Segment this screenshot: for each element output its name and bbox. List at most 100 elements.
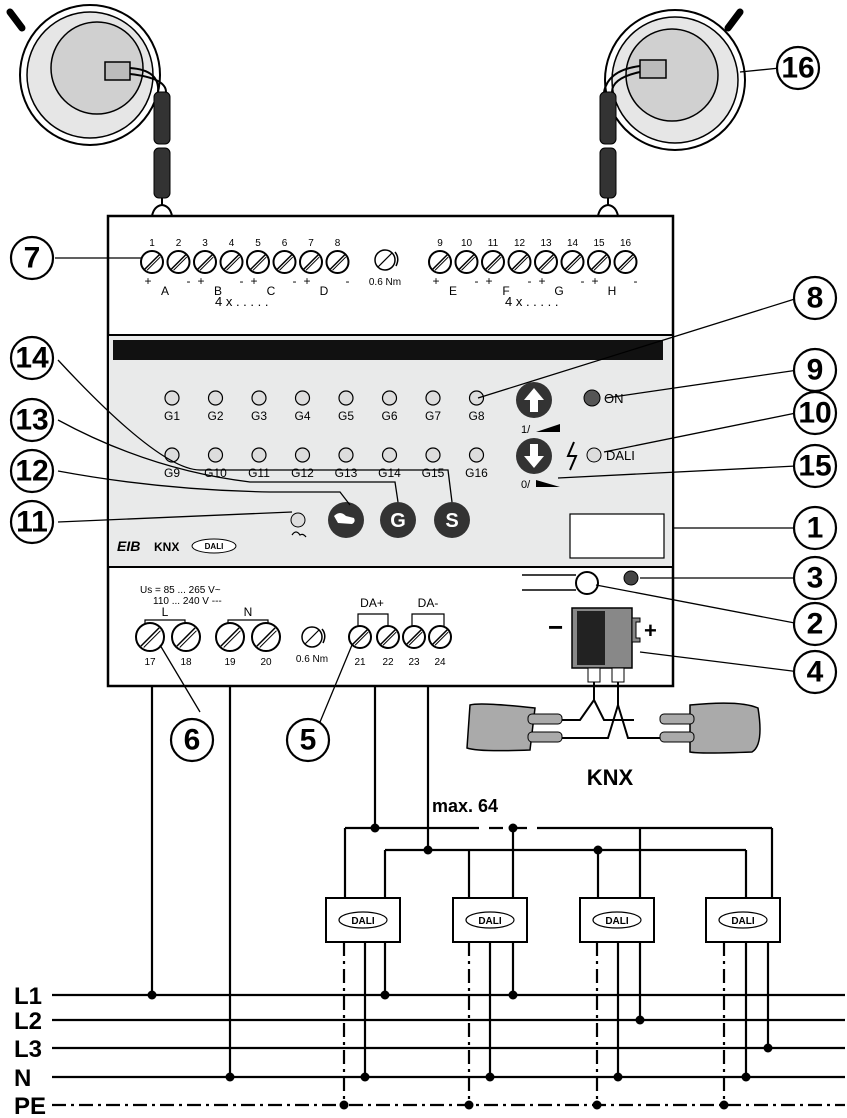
terminal-2[interactable]: [166, 250, 191, 274]
terminal-4[interactable]: [219, 250, 244, 274]
ballast-label: DALI: [605, 916, 629, 927]
group-led-g9: [164, 447, 180, 463]
terminal-18[interactable]: [171, 622, 201, 652]
terminal-9[interactable]: [428, 250, 452, 274]
lightning-icon: [566, 441, 578, 471]
terminal-11[interactable]: [481, 250, 505, 274]
terminal-polarity: -: [346, 274, 350, 288]
group-led-g14: [381, 447, 398, 463]
terminal-number: 19: [224, 657, 236, 668]
callout-13: 13: [9, 397, 55, 443]
manual-mode-button[interactable]: [328, 502, 364, 538]
terminal-7[interactable]: [299, 250, 323, 274]
mains-label: L2: [14, 1008, 42, 1035]
terminal-22[interactable]: [376, 625, 400, 649]
terminal-13[interactable]: [534, 250, 558, 274]
dali-led: [586, 447, 602, 463]
on-led: [583, 389, 601, 407]
group-led-g10: [207, 447, 224, 463]
torque-icon-bottom: [301, 626, 326, 648]
terminal-polarity: -: [581, 274, 585, 288]
terminal-number: 15: [593, 238, 605, 249]
terminal-17[interactable]: [135, 622, 165, 652]
group-led-g8: [468, 390, 485, 406]
terminal-14[interactable]: [560, 250, 585, 274]
svg-text:10: 10: [798, 397, 831, 430]
terminal-10[interactable]: [454, 250, 479, 274]
terminal-number: 11: [488, 238, 499, 249]
programming-led: [623, 570, 639, 586]
terminal-number: 4: [229, 238, 235, 249]
terminal-21[interactable]: [348, 625, 372, 649]
callout-14: 14: [9, 335, 55, 381]
mains-label: L3: [14, 1036, 42, 1063]
terminal-number: 12: [514, 238, 526, 249]
terminal-number: 1: [149, 238, 155, 249]
terminal-polarity: -: [293, 274, 297, 288]
multiplier-label-right: 4 x . . . . .: [505, 294, 558, 309]
callout-1: 1: [792, 505, 838, 551]
channel-letter: F: [502, 284, 509, 298]
torque-label-top: 0.6 Nm: [369, 277, 401, 288]
terminal-8[interactable]: [325, 250, 350, 274]
terminal-number: 8: [335, 238, 341, 249]
channel-letter: B: [214, 284, 222, 298]
terminal-number: 5: [255, 238, 261, 249]
up-button[interactable]: [516, 382, 552, 418]
ballast-label: DALI: [731, 916, 755, 927]
terminal-number: 22: [382, 657, 394, 668]
terminal-16[interactable]: [613, 250, 638, 274]
terminal-6[interactable]: [272, 250, 297, 274]
svg-text:14: 14: [15, 342, 49, 375]
terminal-number: 14: [567, 238, 579, 249]
terminal-1[interactable]: [140, 250, 164, 274]
dali-led-label: DALI: [606, 448, 635, 463]
ramp-up-icon: [536, 424, 560, 432]
terminal-24[interactable]: [428, 625, 452, 649]
supply-L-label: L: [162, 605, 169, 619]
supply-voltage-line1: Us = 85 ... 265 V~: [140, 585, 221, 596]
terminal-19[interactable]: [215, 622, 245, 652]
channel-letter: G: [554, 284, 563, 298]
manual-led: [290, 512, 306, 528]
terminal-polarity: +: [485, 274, 492, 288]
group-led-label: G8: [468, 409, 484, 423]
terminal-15[interactable]: [587, 250, 611, 274]
terminal-polarity: -: [187, 274, 191, 288]
group-button[interactable]: G: [380, 502, 416, 538]
mains-label: PE: [14, 1093, 46, 1118]
svg-text:+: +: [644, 618, 657, 643]
svg-text:16: 16: [781, 52, 814, 85]
max-devices-label: max. 64: [432, 796, 498, 816]
callout-6: 6: [169, 717, 215, 763]
callout-15: 15: [792, 443, 838, 489]
svg-text:5: 5: [300, 724, 317, 757]
group-led-label: G3: [251, 409, 267, 423]
multiplier-label-left: 4 x . . . . .: [215, 294, 268, 309]
single-button[interactable]: S: [434, 502, 470, 538]
callout-10: 10: [792, 390, 838, 436]
terminal-polarity: +: [250, 274, 257, 288]
group-led-label: G2: [207, 409, 223, 423]
terminal-number: 24: [434, 657, 446, 668]
down-button[interactable]: [516, 438, 552, 474]
channel-letter: A: [161, 284, 169, 298]
group-led-label: G12: [291, 466, 314, 480]
terminal-polarity: -: [240, 274, 244, 288]
callout-4: 4: [792, 649, 838, 695]
terminal-5[interactable]: [246, 250, 270, 274]
terminal-12[interactable]: [507, 250, 532, 274]
terminal-number: 21: [354, 657, 366, 668]
svg-text:−: −: [548, 612, 563, 642]
terminal-23[interactable]: [402, 625, 426, 649]
dali-logo: DALI: [205, 542, 224, 551]
group-led-label: G16: [465, 466, 488, 480]
svg-text:G: G: [390, 510, 406, 532]
programming-button[interactable]: [522, 571, 599, 595]
terminal-3[interactable]: [193, 250, 217, 274]
callout-3: 3: [792, 555, 838, 601]
group-led-g1: [164, 390, 180, 406]
torque-label-bottom: 0.6 Nm: [296, 654, 328, 665]
terminal-20[interactable]: [251, 622, 281, 652]
